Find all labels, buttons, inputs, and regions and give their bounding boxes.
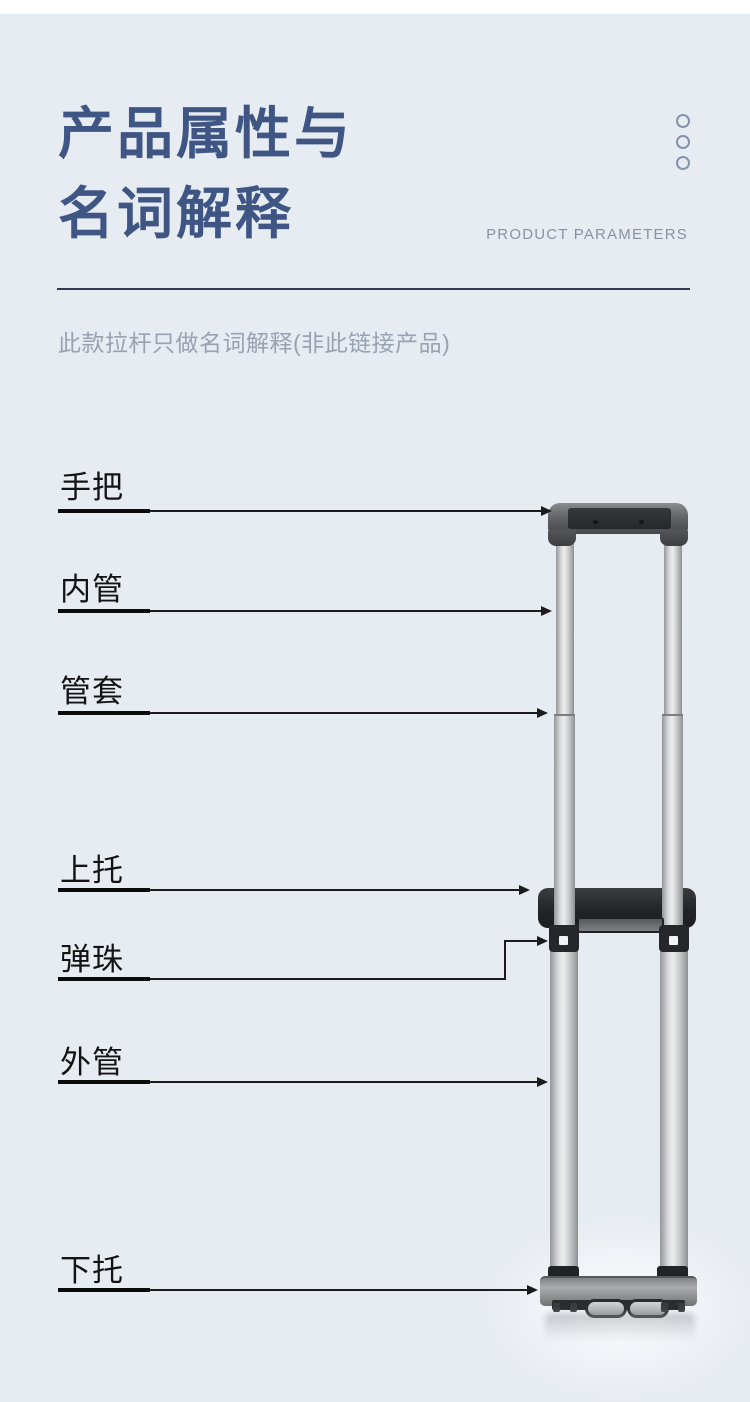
- label-underline: [58, 977, 150, 981]
- lower-bracket-tab: [678, 1303, 685, 1312]
- header-divider: [57, 288, 690, 290]
- handle-corner-right: [660, 530, 688, 546]
- handle-screw-hole: [639, 520, 644, 524]
- callout-line: [150, 889, 519, 891]
- callout-line: [150, 978, 506, 980]
- floor-reflection: [545, 1313, 695, 1341]
- callout-line: [150, 1289, 527, 1291]
- label-underline: [58, 888, 150, 892]
- handle-corner-left: [548, 530, 576, 546]
- outer-tube-left: [550, 948, 578, 1278]
- label-underline: [58, 609, 150, 613]
- top-white-bar: [0, 0, 750, 14]
- handle-screw-hole: [593, 520, 598, 524]
- lower-bracket-tab: [570, 1303, 577, 1312]
- label-spring-ball: 弹珠: [60, 942, 124, 977]
- callout-arrow-icon: [541, 606, 552, 616]
- upper-bracket-recess: [577, 917, 664, 933]
- inner-tube-left: [556, 531, 574, 715]
- circle-decor-icon: [676, 114, 690, 128]
- inner-tube-right: [664, 531, 682, 715]
- lower-bracket-tab: [661, 1303, 668, 1312]
- callout-line: [150, 1081, 537, 1083]
- label-upper-bracket: 上托: [60, 853, 124, 888]
- label-underline: [58, 509, 150, 513]
- label-handle-grip: 手把: [60, 470, 124, 505]
- callout-arrow-icon: [519, 885, 530, 895]
- label-outer-tube: 外管: [60, 1045, 124, 1080]
- callout-arrow-icon: [537, 1077, 548, 1087]
- callout-line: [150, 610, 541, 612]
- callout-arrow-icon: [537, 936, 548, 946]
- circle-decor-icon: [676, 156, 690, 170]
- lower-bracket-tab: [553, 1303, 560, 1312]
- label-underline: [58, 1288, 150, 1292]
- page-title-line1: 产品属性与: [58, 102, 353, 165]
- label-underline: [58, 711, 150, 715]
- subtitle-english: PRODUCT PARAMETERS: [486, 226, 688, 243]
- decor-circles: [676, 114, 690, 177]
- label-lower-bracket: 下托: [60, 1253, 124, 1288]
- disclaimer-note: 此款拉杆只做名词解释(非此链接产品): [58, 330, 451, 356]
- callout-line: [150, 712, 537, 714]
- callout-line: [150, 510, 541, 512]
- outer-tube-right: [660, 948, 688, 1278]
- middle-tube-left: [554, 714, 575, 932]
- callout-arrow-icon: [537, 708, 548, 718]
- circle-decor-icon: [676, 135, 690, 149]
- callout-arrow-icon: [541, 506, 552, 516]
- spring-ball-left: [559, 936, 568, 945]
- label-inner-tube: 内管: [60, 572, 124, 607]
- callout-arrow-icon: [527, 1285, 538, 1295]
- callout-line: [504, 940, 537, 942]
- label-underline: [58, 1080, 150, 1084]
- spring-ball-right: [669, 936, 678, 945]
- page-title: 产品属性与 名词解释: [58, 94, 538, 254]
- callout-line-vertical: [504, 940, 506, 980]
- label-tube-sleeve: 管套: [60, 674, 124, 709]
- handle-inner-plate: [568, 508, 671, 529]
- middle-tube-right: [662, 714, 683, 932]
- page-title-line2: 名词解释: [58, 182, 294, 245]
